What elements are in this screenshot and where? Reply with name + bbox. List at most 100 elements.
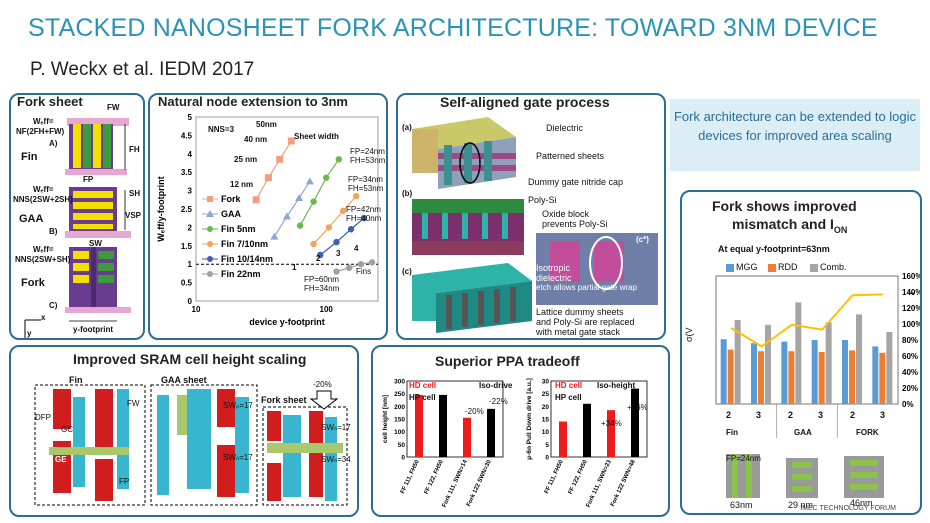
mm-bar [856, 314, 862, 404]
weff-gaa-formula: NNS(2SW+2SH) [13, 195, 73, 204]
ppa-y-tick: 25 [542, 391, 550, 398]
ppa-category-label: FF 122, FH50 [568, 459, 589, 496]
width-29-label: 29 nm [788, 500, 814, 510]
lattice-label-1: Lattice dummy sheets [536, 307, 624, 317]
mm-bar [765, 324, 771, 404]
y-tick-label: 1.5 [181, 242, 193, 251]
ppa-m20: -20% [465, 407, 484, 416]
data-point [295, 193, 304, 201]
sram-fork-swn34: SWₙ=34 [321, 455, 351, 464]
axis-y: y [27, 329, 32, 338]
label-a: A) [49, 139, 58, 148]
mm-bar [842, 340, 848, 404]
mm-bar [758, 351, 764, 404]
mm-right-tick: 160% [902, 272, 922, 281]
y-axis-label: Wₑff/y-footprint [156, 176, 166, 241]
isotropic-label: Isotropic [536, 263, 571, 273]
label-c: C) [49, 301, 58, 310]
mm-bar [727, 349, 734, 404]
callout-box: Fork architecture can be extended to log… [670, 99, 920, 171]
label-b: B) [49, 227, 58, 236]
ppa-category-label: Fork 122 SWN=48 [610, 459, 637, 508]
lattice-label-3: with metal gate stack [536, 327, 621, 337]
ppa-category-label: FF 111, FH50 [544, 459, 565, 495]
data-point [287, 137, 295, 145]
series-line [336, 261, 373, 273]
poly-si-label: Poly-Si [528, 195, 557, 205]
sram-diagram [34, 384, 348, 506]
legend-label: Fin 7/10nm [221, 239, 268, 249]
weff-fork-formula: NNS(2SW+SH) [15, 255, 71, 264]
prevents-polysi-label: prevents Poly-Si [542, 219, 608, 229]
fw-label: FW [107, 103, 120, 112]
mismatch-title-2: mismatch and ION [732, 216, 847, 235]
ppa-bar [463, 417, 471, 457]
sram-fork-swn17: SWₙ=17 [321, 423, 351, 432]
data-point [360, 215, 368, 222]
fh40-label: FH=40nm [346, 214, 382, 223]
sram-fin-label: Fin [69, 375, 83, 385]
data-point [317, 251, 324, 259]
ppa-bar [583, 403, 591, 457]
sag-diagram [412, 117, 658, 333]
fp24-label: FP=24nm [350, 147, 385, 156]
mm-bar [734, 320, 741, 404]
mm-bar [879, 352, 886, 404]
data-point [333, 268, 340, 275]
sag-c: (c) [402, 267, 412, 276]
cat-fork: FORK [856, 428, 879, 437]
weff-fin-label: Wₑff= [33, 117, 54, 126]
ppa-y-tick: 200 [394, 404, 405, 411]
data-point [347, 226, 355, 233]
legend-rdd-text: RDD [778, 262, 798, 272]
mm-right-tick: 40% [902, 368, 918, 377]
slide-title: STACKED NANOSHEET FORK ARCHITECTURE: TOW… [28, 14, 878, 42]
count-fork-3: 3 [880, 410, 886, 420]
ppa-y-tick: 0 [545, 455, 549, 462]
mm-right-tick: 60% [902, 352, 918, 361]
oxide-block-label: Oxide block [542, 209, 590, 219]
data-point [310, 198, 317, 205]
ion-line [730, 293, 883, 348]
mm-bar [849, 350, 855, 404]
sag-title: Self-aligned gate process [440, 94, 610, 110]
data-point [345, 264, 353, 272]
sram-gc-label: GC [61, 425, 73, 434]
ppa-category-label: Fork 122 SWN=30 [466, 459, 493, 508]
mismatch-title-2-text: mismatch and I [732, 216, 834, 232]
count-fork-2: 2 [850, 410, 856, 420]
self-aligned-gate-panel: Self-aligned gate process ( [396, 93, 666, 340]
mismatch-title-1: Fork shows improved [712, 198, 857, 214]
fin-label: Fin [21, 151, 38, 163]
legend-comb-text: Comb. [820, 262, 847, 272]
sram-dfp-label: DFP [35, 413, 51, 422]
count-fin-3: 3 [756, 410, 762, 420]
fork-sheet-title: Fork sheet [17, 94, 83, 109]
series-line [313, 195, 357, 245]
mm-right-tick: 120% [902, 304, 922, 313]
legend-label: GAA [221, 209, 242, 219]
cat-fin: Fin [726, 428, 738, 437]
y-left-label: σ(V [684, 327, 694, 342]
fh-label: FH [129, 145, 140, 154]
data-point [322, 174, 330, 181]
sheet-width-label: Sheet width [294, 132, 339, 141]
ppa-hd-2: HD cell [555, 381, 583, 390]
cat-gaa: GAA [794, 428, 812, 437]
fh53b-label: FH=53nm [348, 184, 384, 193]
weff-fin-formula: NF(2FH+FW) [16, 127, 65, 136]
sram-pct-label: -20% [313, 380, 332, 389]
fin-count-2: 2 [316, 254, 321, 263]
axis-x: x [41, 313, 46, 322]
fins-label: Fins [356, 267, 372, 276]
series-line [273, 181, 311, 237]
series-line [255, 140, 292, 201]
y-right-label: I [906, 292, 916, 295]
legend-rdd: RDD [768, 262, 798, 272]
mm-bar [781, 341, 788, 404]
ppa-y-label: μ-6n Pull Down drive [a.u.] [526, 378, 533, 460]
x-tick-label: 100 [320, 305, 334, 314]
y-tick-label: 4 [188, 150, 193, 159]
sram-gaa-label: GAA sheet [161, 375, 207, 385]
